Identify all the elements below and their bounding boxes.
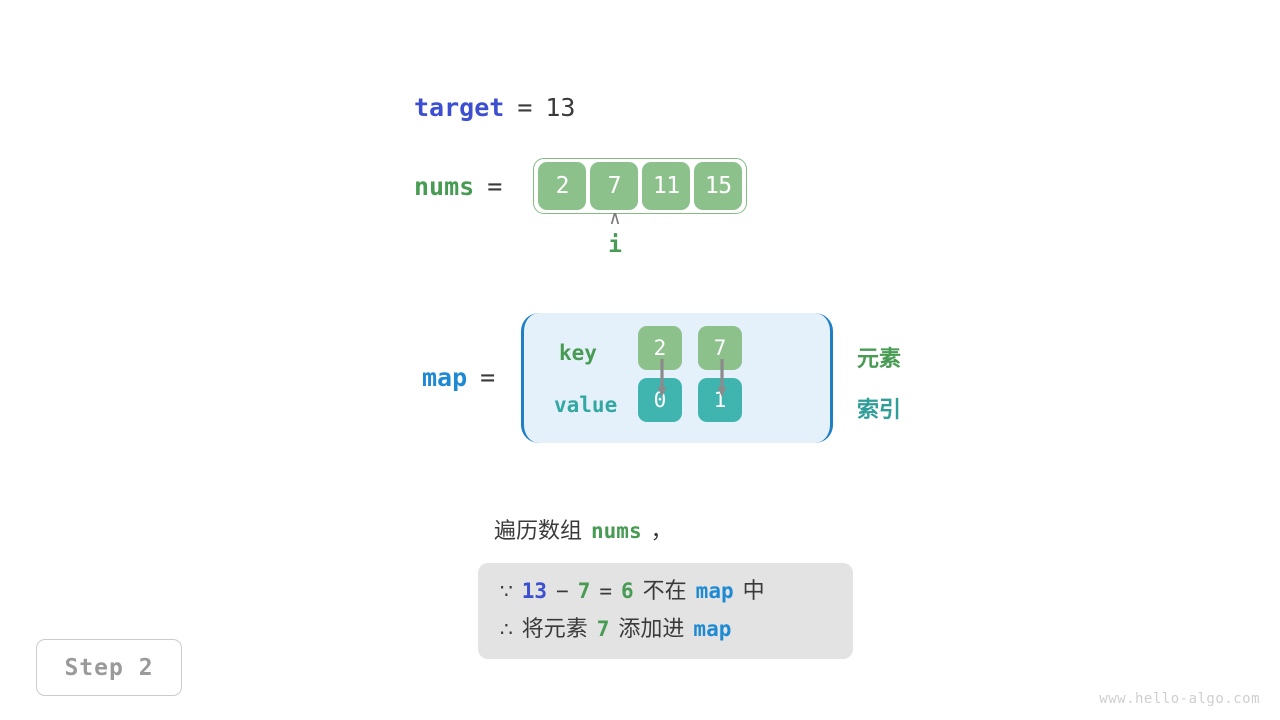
conclusion-line-1: ∵ 13 − 7 = 6 不在 map 中 <box>500 576 831 607</box>
array-cell-3: 15 <box>694 162 743 210</box>
map-key-cell-1: 7 <box>698 326 742 370</box>
conclusion-operand-a: 13 <box>521 579 548 603</box>
map-variable-label: map <box>422 363 468 392</box>
map-side-note-element: 元素 <box>857 347 902 372</box>
caret-up-icon: ∧ <box>609 207 621 229</box>
conclusion-line-2-value: 7 <box>596 617 610 641</box>
target-equals-sign: = <box>517 93 533 122</box>
step-badge: Step 2 <box>36 639 182 696</box>
array-cell-0: 2 <box>538 162 587 210</box>
map-entry-1: 7 1 <box>698 326 742 422</box>
array-cell-1: 7 <box>590 162 639 210</box>
conclusion-result: 6 <box>621 579 634 603</box>
conclusion-box: ∵ 13 − 7 = 6 不在 map 中 ∴ 将元素 7 添加进 map <box>478 563 853 659</box>
map-grid: key value 2 0 7 1 <box>524 313 830 443</box>
description-line: 遍历数组 nums ， <box>494 513 673 545</box>
description-suffix: ， <box>650 519 673 544</box>
map-container: key value 2 0 7 1 <box>521 313 833 443</box>
conclusion-line-2: ∴ 将元素 7 添加进 map <box>500 614 831 645</box>
map-value-cell-0: 0 <box>638 378 682 422</box>
conclusion-line-2-text-start: 将元素 <box>521 617 588 642</box>
map-key-row-label: key <box>559 341 597 365</box>
target-value: 13 <box>545 93 576 122</box>
map-value-cell-1: 1 <box>698 378 742 422</box>
index-pointer-label: i <box>608 232 622 258</box>
conclusion-line-2-code-map: map <box>693 617 732 641</box>
target-variable-label: target <box>414 93 505 122</box>
conclusion-line-1-code-map: map <box>695 579 734 603</box>
map-entry-0: 2 0 <box>638 326 682 422</box>
therefore-symbol: ∴ <box>500 617 513 641</box>
because-symbol: ∵ <box>500 579 513 603</box>
watermark: www.hello-algo.com <box>1099 691 1260 707</box>
map-key-cell-0: 2 <box>638 326 682 370</box>
index-pointer: ∧ i <box>601 208 629 258</box>
conclusion-minus-sign: − <box>556 579 569 603</box>
conclusion-equals-sign: = <box>599 579 612 603</box>
conclusion-line-1-text-end: 中 <box>742 579 765 604</box>
map-value-row-label: value <box>554 393 618 417</box>
target-row: target = 13 <box>414 93 575 122</box>
map-side-note-index: 索引 <box>857 398 902 423</box>
conclusion-line-1-text-mid: 不在 <box>642 579 687 604</box>
map-equals-sign: = <box>480 363 496 392</box>
conclusion-line-2-text-mid: 添加进 <box>618 617 685 642</box>
description-code-nums: nums <box>591 519 642 543</box>
nums-row: nums = 2 7 11 15 <box>414 158 748 214</box>
nums-array-container: 2 7 11 15 <box>533 158 748 214</box>
description-prefix: 遍历数组 <box>494 519 583 544</box>
conclusion-operand-b: 7 <box>577 579 591 603</box>
map-label-row: map = <box>422 363 495 392</box>
array-cell-2: 11 <box>642 162 691 210</box>
nums-equals-sign: = <box>487 171 503 201</box>
nums-variable-label: nums <box>414 171 475 201</box>
